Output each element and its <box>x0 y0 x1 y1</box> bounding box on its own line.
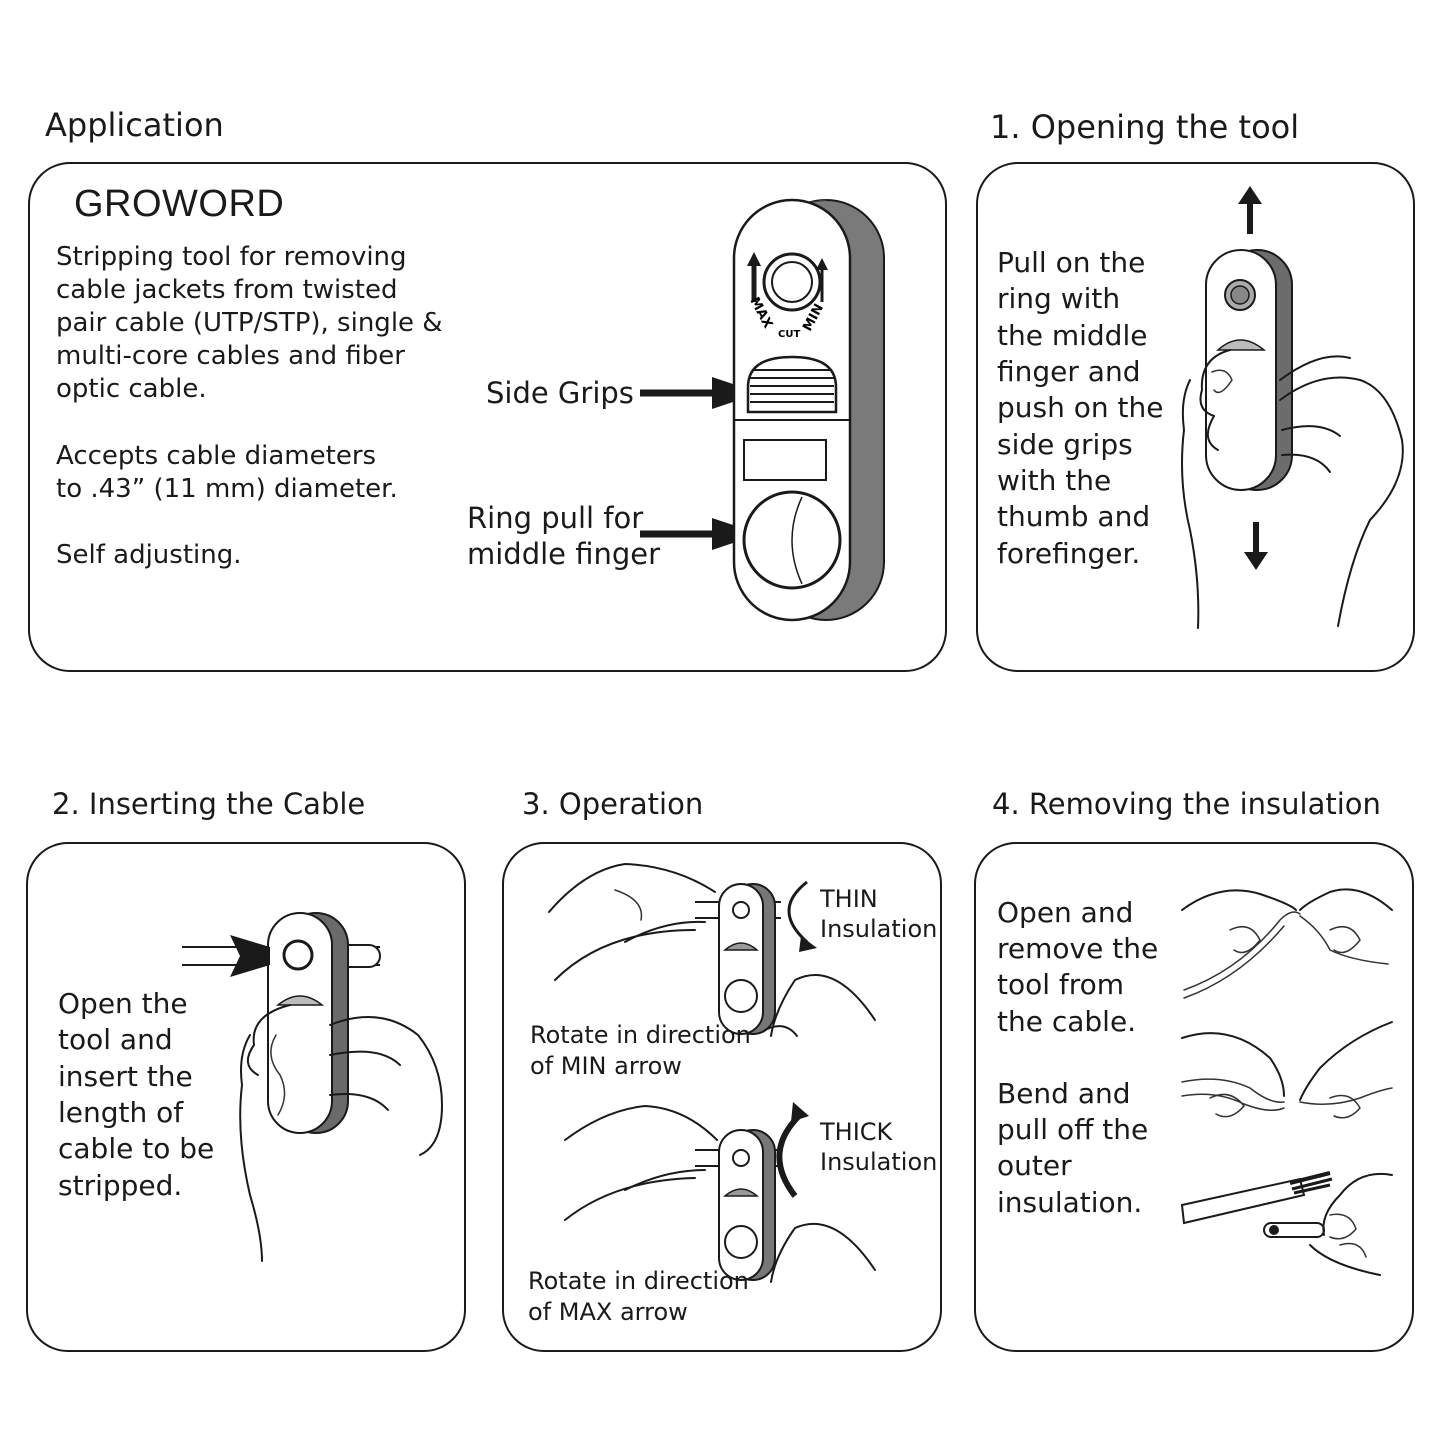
ring-pull-line: Ring pull for <box>467 501 644 535</box>
brand-name: GROWORD <box>74 183 285 225</box>
step2-line: stripped. <box>58 1169 183 1202</box>
rotate-min-line: Rotate in direction <box>530 1021 751 1049</box>
rotate-thick-illustration <box>564 1102 876 1283</box>
step2-line: Open the <box>58 987 188 1020</box>
thick-insulation-line: Insulation <box>820 1148 938 1176</box>
self-adjusting-note: Self adjusting. <box>56 540 242 570</box>
description-line: Stripping tool for removing <box>56 242 407 272</box>
step1-line: the middle <box>997 319 1148 352</box>
description-line: pair cable (UTP/STP), single & <box>56 308 443 338</box>
pull-down-arrow-icon <box>1244 522 1268 570</box>
thick-label: THICK <box>820 1118 893 1146</box>
bend-cable-hands-illustration <box>1181 1021 1393 1119</box>
pull-up-arrow-icon <box>1238 186 1262 234</box>
step4-line: tool from <box>997 968 1125 1001</box>
step4-line: insulation. <box>997 1186 1143 1219</box>
step1-line: forefinger. <box>997 537 1141 570</box>
step2-line: length of <box>58 1096 184 1129</box>
ring-pull-line: middle finger <box>467 537 661 571</box>
step1-line: side grips <box>997 428 1133 461</box>
rotate-max-line: Rotate in direction <box>528 1267 749 1295</box>
hand-inserting-cable-illustration <box>182 912 443 1262</box>
remove-tool-hands-illustration <box>1181 888 1393 999</box>
step1-line: push on the <box>997 391 1164 424</box>
step4-line: Bend and <box>997 1077 1131 1110</box>
step4-line: the cable. <box>997 1005 1137 1038</box>
step1-line: ring with <box>997 282 1121 315</box>
step1-line: with the <box>997 464 1112 497</box>
step4-line: pull off the <box>997 1113 1149 1146</box>
step4-line: remove the <box>997 932 1159 965</box>
step1-panel <box>976 162 1415 672</box>
application-heading: Application <box>45 106 224 144</box>
step2-panel <box>26 842 466 1352</box>
thin-label: THIN <box>820 885 878 913</box>
step3-heading: 3. Operation <box>522 787 704 821</box>
accepts-line: to .43” (11 mm) diameter. <box>56 474 398 504</box>
step2-line: tool and <box>58 1023 173 1056</box>
step2-line: cable to be <box>58 1132 215 1165</box>
rotate-min-line: of MIN arrow <box>530 1052 682 1080</box>
step4-heading: 4. Removing the insulation <box>992 787 1381 821</box>
thin-insulation-line: Insulation <box>820 915 938 943</box>
step1-heading: 1. Opening the tool <box>990 108 1300 146</box>
step4-line: Open and <box>997 896 1134 929</box>
hand-opening-tool-illustration <box>1181 249 1404 629</box>
side-grips-callout: Side Grips <box>486 376 634 410</box>
accepts-line: Accepts cable diameters <box>56 441 377 471</box>
rotate-max-line: of MAX arrow <box>528 1298 688 1326</box>
description-line: optic cable. <box>56 374 207 404</box>
pull-off-insulation-illustration <box>1180 1171 1393 1276</box>
step1-line: finger and <box>997 355 1141 388</box>
step2-heading: 2. Inserting the Cable <box>52 787 366 821</box>
cut-marking: CUT <box>778 329 800 340</box>
description-line: cable jackets from twisted <box>56 275 398 305</box>
rotate-thin-illustration <box>548 863 876 1037</box>
step2-line: insert the <box>58 1060 193 1093</box>
description-line: multi-core cables and fiber <box>56 341 405 371</box>
step4-line: outer <box>997 1149 1072 1182</box>
step1-line: Pull on the <box>997 246 1146 279</box>
stripping-tool-illustration: MAX CUT MIN <box>732 198 885 622</box>
step1-line: thumb and <box>997 500 1151 533</box>
